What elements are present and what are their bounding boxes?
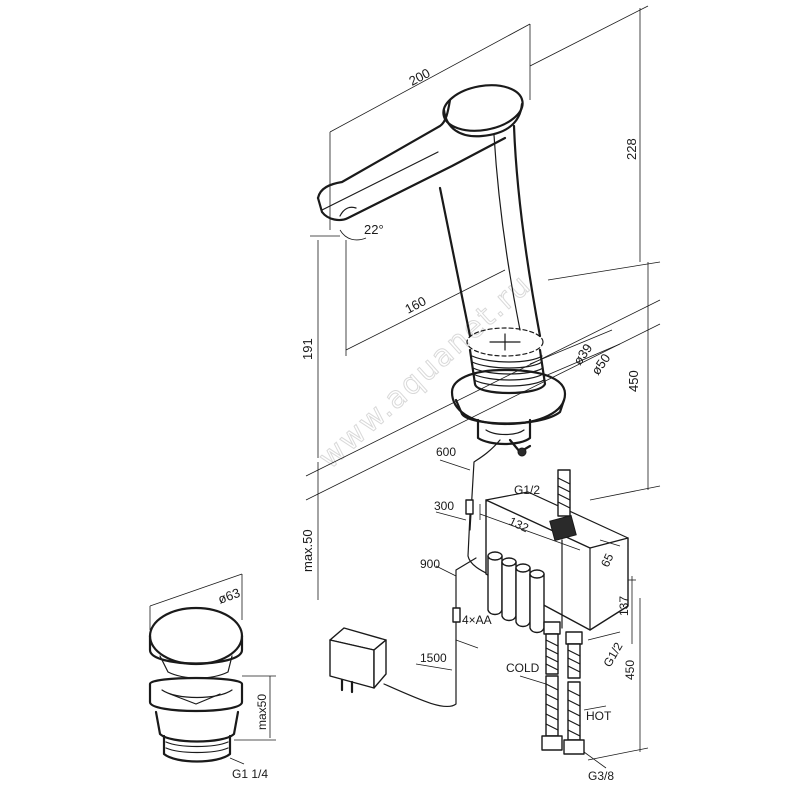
label-cable-900: 900 [420,557,440,571]
label-drain-max50: max50 [255,694,269,730]
label-22-degree: 22° [364,222,384,237]
label-cable-1500: 1500 [420,651,447,665]
label-drain-thread: G1 1/4 [232,767,268,781]
label-cable-600: 600 [436,445,456,459]
solenoid-valve [549,469,577,629]
label-hot: HOT [586,709,612,723]
label-max-50: max.50 [300,529,315,572]
dimension-labels: 200 228 22° 160 191 ø39 ø50 450 max.50 6… [216,65,641,783]
label-box-65: 65 [598,551,616,569]
label-cable-300: 300 [434,499,454,513]
hoses [519,598,649,769]
label-160: 160 [402,293,428,316]
battery-cells [487,551,545,634]
label-228: 228 [624,138,639,160]
label-thread-g12-bottom: G1/2 [600,640,625,670]
label-thread-g38: G3/8 [588,769,614,783]
label-450-top: 450 [626,370,641,392]
shank-threads [471,355,545,387]
label-thread-g12-top: G1/2 [514,483,540,497]
label-drain-dia-63: ø63 [216,585,242,607]
drain-drawing [148,573,276,765]
label-box-137: 137 [617,596,631,616]
cables [383,439,501,708]
label-batteries: 4×AA [462,613,492,627]
label-191: 191 [300,338,315,360]
faucet-drawing [316,84,567,457]
label-200: 200 [406,65,432,88]
label-cold: COLD [506,661,540,675]
label-hose-450: 450 [623,660,637,680]
faucet-dimensions [305,5,661,600]
label-dia-50: ø50 [588,351,613,378]
battery-box [479,491,636,644]
power-adapter [329,627,387,694]
